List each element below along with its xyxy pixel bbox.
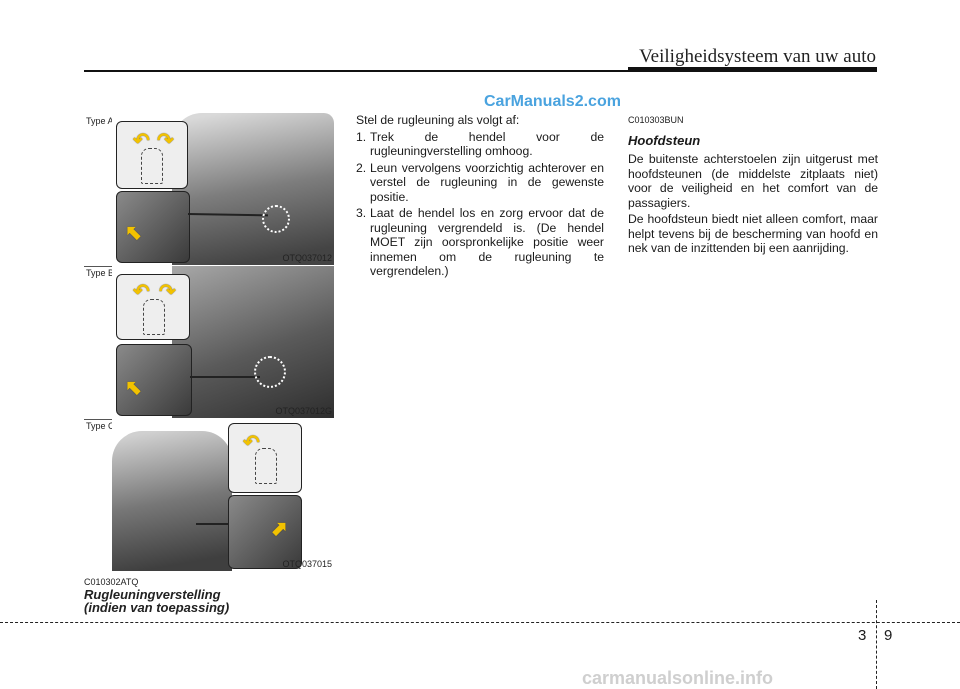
step-text: Laat de hendel los en zorg ervoor dat de…: [370, 206, 604, 278]
headrest-code: C010303BUN: [628, 115, 684, 125]
section-title: Rugleuningverstelling (indien van toepas…: [84, 588, 229, 614]
list-item: 3.Laat de hendel los en zorg ervoor dat …: [356, 206, 604, 279]
figure-b: ↶ ↷ ⬉ OTQ037012G: [112, 266, 334, 418]
lever-closeup: ⬈: [228, 495, 302, 569]
watermark-top[interactable]: CarManuals2.com: [484, 93, 621, 110]
figure-a: ↶ ↷ ⬉ OTQ037012: [112, 113, 334, 265]
step-number: 1.: [356, 129, 367, 144]
figure-c-code: OTQ037015: [282, 559, 332, 569]
headrest-paragraph-2: De hoofdsteun biedt niet alleen comfort,…: [628, 212, 878, 255]
instruction-steps: 1.Trek de hendel voor de rugleuningverst…: [356, 130, 604, 279]
lever-arrow-icon: ⬉: [125, 222, 142, 244]
list-item: 2.Leun vervolgens voorzichtig achterover…: [356, 161, 604, 205]
figure-c: ↶ ⬈ OTQ037015: [112, 419, 334, 571]
figure-a-code: OTQ037012: [282, 253, 332, 263]
figure-c-type-label: Type C: [86, 421, 115, 431]
pointer-line: [190, 376, 260, 378]
chapter-number: 3: [858, 627, 867, 644]
pointer-line: [196, 523, 228, 525]
figure-b-code: OTQ037012G: [275, 406, 332, 416]
header-rule: [84, 70, 877, 72]
instructions-intro: Stel de rugleuning als volgt af:: [356, 113, 520, 127]
list-item: 1.Trek de hendel voor de rugleuningverst…: [356, 130, 604, 159]
section-title-line2: (indien van toepassing): [84, 600, 230, 615]
footer-rule: [0, 622, 960, 623]
section-title-line1: Rugleuningverstelling: [84, 587, 221, 602]
footer-divider: [876, 600, 877, 689]
figure-a-type-label: Type A: [86, 116, 114, 126]
headrest-paragraph-1: De buitenste achterstoelen zijn uitgerus…: [628, 152, 878, 210]
headrest-heading: Hoofdsteun: [628, 132, 701, 148]
figure-b-type-label: Type B: [86, 268, 115, 278]
seat-recline-icon: ↶ ↷: [116, 274, 190, 340]
step-text: Trek de hendel voor de rugleuningverstel…: [370, 129, 604, 159]
step-number: 2.: [356, 160, 367, 175]
lever-closeup: ⬉: [116, 191, 190, 263]
step-number: 3.: [356, 206, 367, 220]
lever-arrow-icon: ⬈: [271, 518, 288, 540]
headrest-column: C010303BUN Hoofdsteun De buitenste achte…: [628, 113, 878, 258]
recline-arrow-icon: ↶: [228, 423, 302, 493]
lever-highlight: [262, 205, 290, 233]
lever-arrow-icon: ⬉: [125, 377, 142, 399]
seat-b-illustration: [172, 266, 334, 418]
step-text: Leun vervolgens voorzichtig achterover e…: [370, 160, 604, 204]
section-code: C010302ATQ: [84, 577, 139, 587]
seat-a-illustration: [172, 113, 334, 265]
page-number: 9: [884, 627, 893, 644]
instructions-column: Stel de rugleuning als volgt af: 1.Trek …: [356, 113, 604, 281]
seat-recline-icon: ↶ ↷: [116, 121, 188, 189]
seat-c-illustration: [112, 431, 232, 571]
lever-highlight: [254, 356, 286, 388]
header-rule-accent: [628, 67, 877, 72]
header-title: Veiligheidsysteem van uw auto: [639, 46, 876, 67]
watermark-bottom[interactable]: carmanualsonline.info: [582, 668, 774, 688]
lever-closeup: ⬉: [116, 344, 192, 416]
